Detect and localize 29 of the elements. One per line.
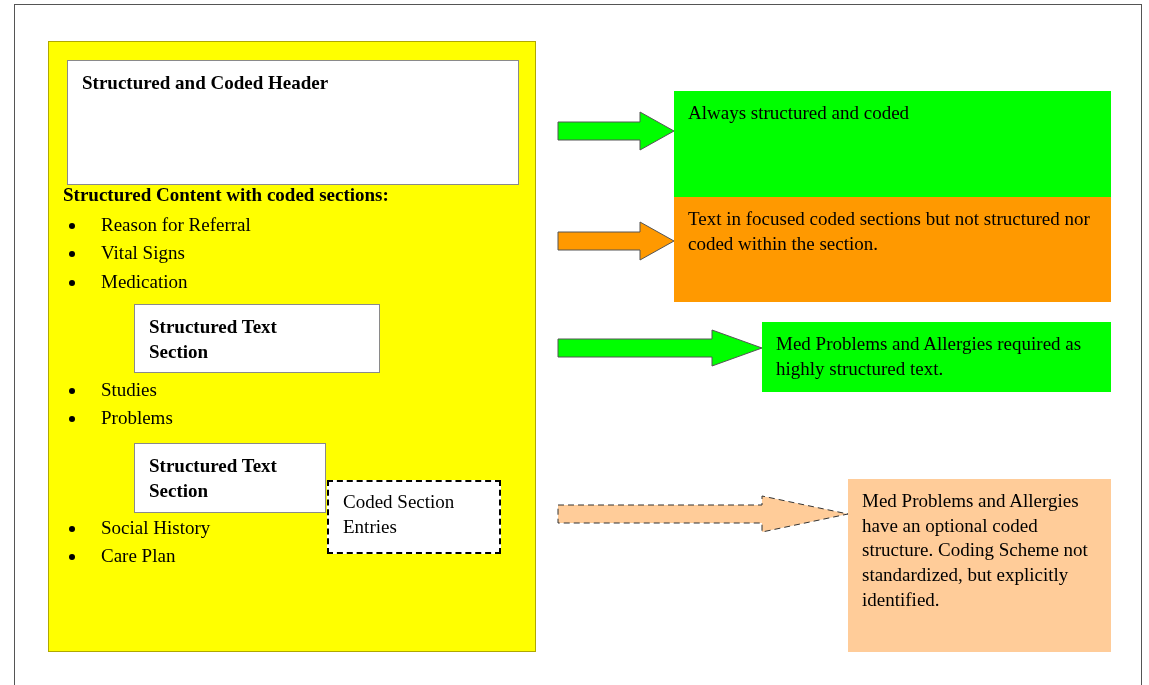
block-arrow <box>557 221 675 261</box>
section-box <box>134 304 380 373</box>
block-arrow <box>557 111 675 151</box>
box-text: Always structured and coded <box>688 101 911 125</box>
section-box <box>67 60 519 185</box>
bullet-item: Social History <box>68 516 211 541</box>
box-text: Text in focused coded sections but not structured nor coded within the section. <box>688 207 1091 256</box>
bullet-item: Studies <box>68 378 157 403</box>
dashed-box <box>327 480 501 554</box>
bullet-item: Reason for Referral <box>68 213 251 238</box>
document-panel <box>48 41 536 652</box>
box-text: Structured and Coded Header <box>82 71 330 95</box>
panel-heading: Structured Content with coded sections: <box>63 183 389 207</box>
note-box <box>674 91 1111 197</box>
box-text: Med Problems and Allergies required as highly structured text. <box>776 332 1083 381</box>
note-box <box>674 197 1111 302</box>
block-arrow <box>557 329 763 367</box>
box-text: Structured Text Section <box>149 454 278 503</box>
bullet-item: Problems <box>68 406 173 431</box>
bullet-item: Medication <box>68 270 188 295</box>
note-box <box>762 322 1111 392</box>
bullet-item: Care Plan <box>68 544 176 569</box>
box-text: Structured Text Section <box>149 315 278 364</box>
block-arrow <box>557 495 849 533</box>
box-text: Coded Section Entries <box>343 490 456 539</box>
bullet-item: Vital Signs <box>68 241 185 266</box>
box-text: Med Problems and Allergies have an optional coded structure. Coding Scheme not standardized, but explicitly identified. <box>862 489 1089 612</box>
section-box <box>134 443 326 513</box>
note-box <box>848 479 1111 652</box>
